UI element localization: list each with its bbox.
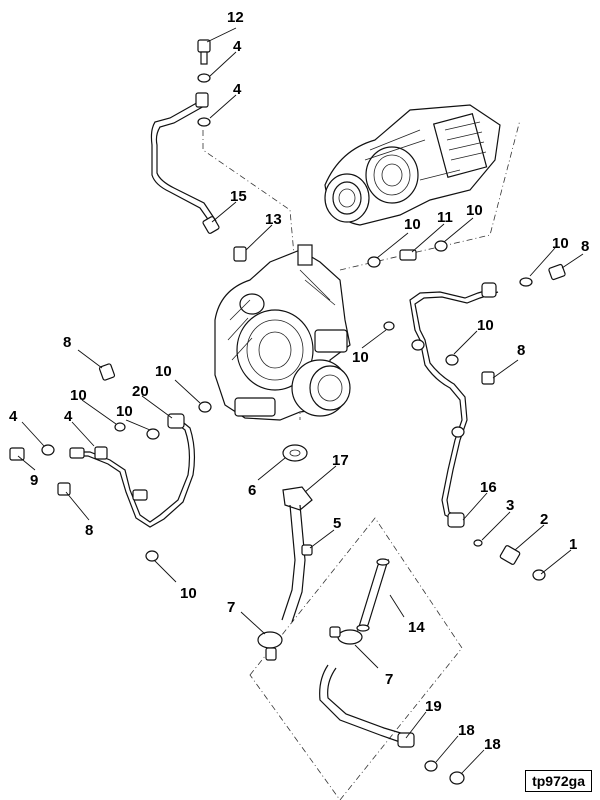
callout-10-f: 10 — [466, 202, 483, 219]
callout-3: 3 — [506, 497, 514, 514]
callout-13: 13 — [265, 211, 282, 228]
small-parts-upper — [197, 39, 247, 262]
turbocharger-main — [214, 244, 351, 421]
callout-2: 2 — [540, 511, 548, 528]
leader-lines — [17, 27, 584, 775]
callout-8-a: 8 — [63, 334, 71, 351]
drain-tube-center — [257, 444, 313, 661]
callout-15: 15 — [230, 188, 247, 205]
small-parts-left — [9, 363, 212, 496]
callout-4-d: 4 — [64, 408, 73, 425]
callout-10-a: 10 — [180, 585, 197, 602]
callout-8-c: 8 — [517, 342, 525, 359]
callout-5: 5 — [333, 515, 341, 532]
callout-labels: 1 2 3 4 4 4 4 5 6 7 7 8 8 8 8 9 10 10 10… — [9, 9, 589, 753]
oil-feed-pipe-left — [69, 413, 196, 562]
small-parts-right — [367, 240, 566, 581]
lower-hose-assembly — [319, 558, 465, 785]
oil-return-pipe-right — [409, 282, 499, 528]
turbocharger-upper — [324, 104, 501, 226]
oil-feed-pipe-upper — [150, 92, 220, 234]
callout-20: 20 — [132, 383, 149, 400]
callout-8-b: 8 — [85, 522, 93, 539]
callout-10-d: 10 — [155, 363, 172, 380]
callout-7-a: 7 — [227, 599, 235, 616]
callout-4-b: 4 — [233, 81, 242, 98]
callout-4-a: 4 — [233, 38, 242, 55]
callout-18-b: 18 — [484, 736, 501, 753]
callout-8-d: 8 — [581, 238, 589, 255]
callout-12: 12 — [227, 9, 244, 26]
callout-11: 11 — [437, 209, 453, 226]
callout-7-b: 7 — [385, 671, 393, 688]
callout-10-e: 10 — [404, 216, 421, 233]
callout-9: 9 — [30, 472, 38, 489]
callout-10-h: 10 — [552, 235, 569, 252]
callout-18-a: 18 — [458, 722, 475, 739]
callout-16: 16 — [480, 479, 497, 496]
callout-4-c: 4 — [9, 408, 18, 425]
callout-1: 1 — [569, 536, 577, 553]
callout-19: 19 — [425, 698, 442, 715]
callout-10-b: 10 — [70, 387, 87, 404]
callout-6: 6 — [248, 482, 256, 499]
callout-17: 17 — [332, 452, 349, 469]
figure-reference-id: tp972ga — [525, 770, 592, 792]
callout-10-g: 10 — [477, 317, 494, 334]
callout-10-c: 10 — [116, 403, 133, 420]
callout-10-i: 10 — [352, 349, 369, 366]
callout-14: 14 — [408, 619, 425, 636]
